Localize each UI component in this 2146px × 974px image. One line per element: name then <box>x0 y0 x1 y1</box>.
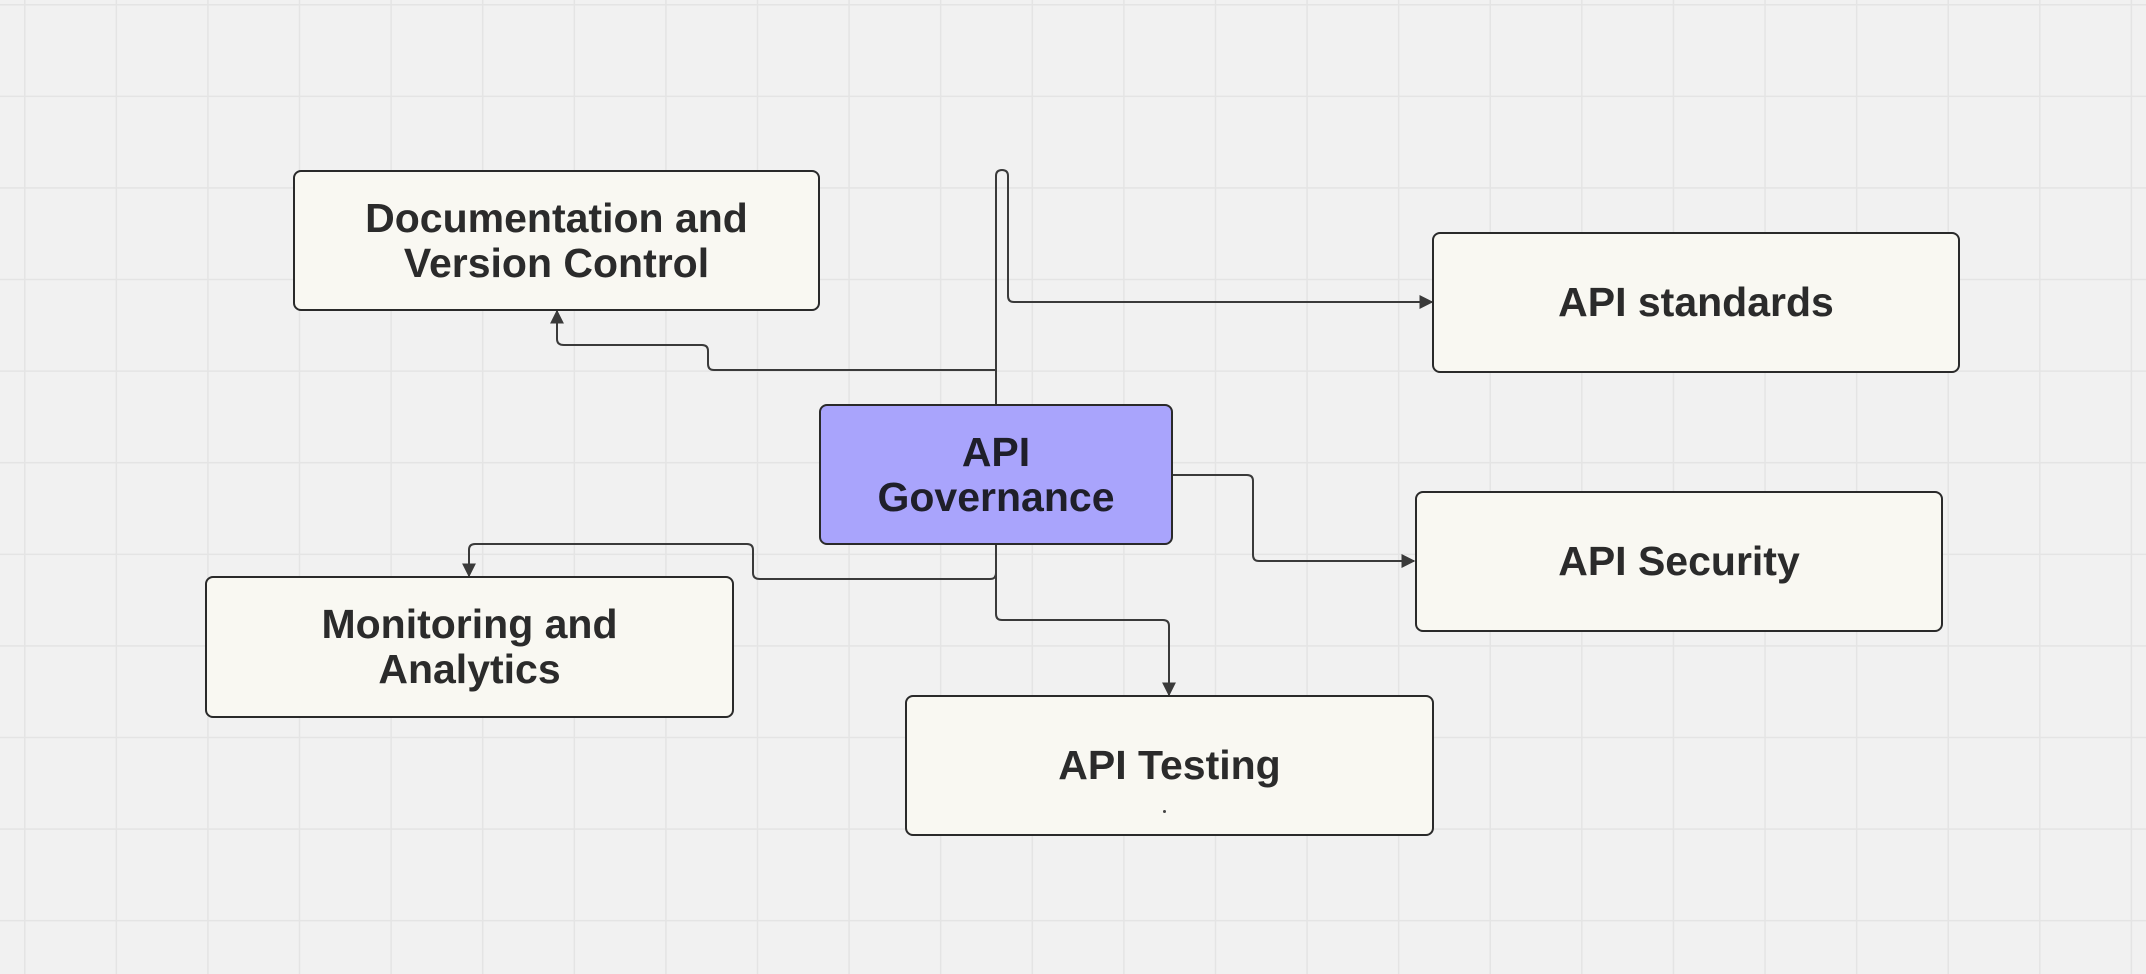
node-api-security[interactable]: API Security <box>1415 491 1943 632</box>
node-api-standards[interactable]: API standards <box>1432 232 1960 373</box>
connector-documentation <box>550 309 997 404</box>
connector-api-security <box>1172 474 1416 568</box>
stray-dot <box>1163 810 1166 813</box>
node-label: Documentation and Version Control <box>365 194 748 286</box>
node-label: Monitoring and Analytics <box>321 601 618 692</box>
node-api-governance[interactable]: API Governance <box>819 404 1173 545</box>
node-label: API Governance <box>877 428 1115 520</box>
node-monitoring-analytics[interactable]: Monitoring and Analytics <box>205 576 734 718</box>
node-api-testing[interactable]: API Testing <box>905 695 1434 836</box>
node-label: API Testing <box>1058 742 1281 788</box>
node-label: API Security <box>1558 538 1800 584</box>
connector-api-testing <box>995 544 1176 697</box>
connector-api-standards <box>995 168 1434 404</box>
node-label: API standards <box>1558 279 1834 325</box>
connector-monitoring <box>462 543 997 580</box>
node-documentation-version-control[interactable]: Documentation and Version Control <box>293 170 820 311</box>
